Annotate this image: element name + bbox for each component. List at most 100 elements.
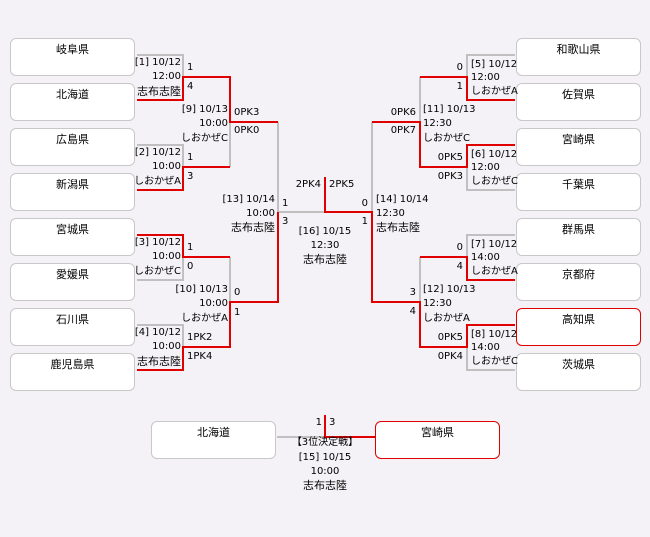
score: 0PK4: [437, 351, 463, 362]
match-no: [8] 10/12: [471, 329, 518, 340]
line-m8-bottom: [466, 347, 515, 371]
score: 1: [456, 81, 463, 92]
match-time: 12:30: [423, 118, 452, 129]
score: 0PK5: [437, 152, 463, 163]
match-venue: しおかぜA: [181, 313, 228, 324]
team-box[interactable]: 石川県: [10, 308, 135, 346]
line-m4-top: [137, 324, 184, 347]
score: 0PK7: [390, 125, 416, 136]
match-no: [14] 10/14: [376, 194, 429, 205]
team-box[interactable]: 新潟県: [10, 173, 135, 211]
match-no: [3] 10/12: [134, 237, 181, 248]
match-no: [4] 10/12: [134, 327, 181, 338]
match-time: 14:00: [471, 252, 500, 263]
line-third-win: [324, 415, 375, 438]
match-venue: 志布志陸: [137, 355, 181, 368]
score: 1: [282, 198, 289, 209]
team-box[interactable]: 茨城県: [516, 353, 641, 391]
score: 3: [329, 417, 336, 428]
score: 1PK4: [187, 351, 213, 362]
line-m6-win: [372, 121, 515, 168]
match-venue: しおかぜC: [471, 176, 518, 187]
line-m7-win: [420, 256, 515, 281]
match-venue: 志布志陸: [137, 85, 181, 98]
score: 1: [187, 62, 194, 73]
match-venue: しおかぜC: [471, 356, 518, 367]
match-venue: 志布志陸: [303, 479, 347, 492]
match-venue: しおかぜA: [471, 86, 518, 97]
match-time: 12:30: [423, 298, 452, 309]
score: 1: [187, 242, 194, 253]
line-m8-win: [324, 177, 515, 348]
score: 3: [409, 287, 416, 298]
match-no: [13] 10/14: [222, 194, 275, 205]
match-no: [6] 10/12: [471, 149, 518, 160]
line-m1-win: [137, 76, 278, 123]
score: 1: [234, 307, 241, 318]
third-place-team-winner[interactable]: 宮崎県: [375, 421, 500, 459]
team-box[interactable]: 広島県: [10, 128, 135, 166]
match-venue: しおかぜA: [471, 266, 518, 277]
line-m5-top: [466, 54, 515, 77]
match-time: 10:00: [246, 208, 275, 219]
score: 0PK5: [437, 332, 463, 343]
match-time: 12:00: [471, 72, 500, 83]
line-m7-top: [466, 234, 515, 257]
match-time: 10:00: [310, 466, 340, 477]
team-box[interactable]: 宮崎県: [516, 128, 641, 166]
score: 3: [187, 171, 194, 182]
team-box[interactable]: 千葉県: [516, 173, 641, 211]
line-m5-win: [420, 76, 515, 101]
match-time: 10:00: [199, 118, 228, 129]
match-venue: しおかぜC: [181, 133, 228, 144]
score: 1: [361, 216, 368, 227]
score: 0: [456, 62, 463, 73]
score: 1: [315, 417, 322, 428]
match-venue: しおかぜC: [134, 266, 181, 277]
match-time: 10:00: [199, 298, 228, 309]
team-box[interactable]: 京都府: [516, 263, 641, 301]
team-box[interactable]: 群馬県: [516, 218, 641, 256]
team-box[interactable]: 佐賀県: [516, 83, 641, 121]
score: 0: [187, 261, 194, 272]
line-m4-win: [137, 212, 279, 371]
score: 1: [187, 152, 194, 163]
match-no: [11] 10/13: [423, 104, 476, 115]
team-box[interactable]: 和歌山県: [516, 38, 641, 76]
match-time: 10:00: [152, 161, 181, 172]
team-box[interactable]: 岐阜県: [10, 38, 135, 76]
match-no: [10] 10/13: [175, 284, 228, 295]
team-box[interactable]: 愛媛県: [10, 263, 135, 301]
team-box[interactable]: 鹿児島県: [10, 353, 135, 391]
match-no: [9] 10/13: [181, 104, 228, 115]
line-m3-win: [137, 234, 230, 258]
match-venue: しおかぜA: [423, 313, 470, 324]
match-venue: 志布志陸: [303, 253, 347, 266]
match-no: [15] 10/15: [298, 452, 352, 463]
score: 0PK3: [234, 107, 260, 118]
score: 0: [234, 287, 241, 298]
score: 0: [361, 198, 368, 209]
match-no: [7] 10/12: [471, 239, 518, 250]
match-venue: 志布志陸: [376, 221, 420, 234]
team-box-champion[interactable]: 高知県: [516, 308, 641, 346]
team-box[interactable]: 宮城県: [10, 218, 135, 256]
line-m2-win: [137, 166, 230, 191]
team-box[interactable]: 北海道: [10, 83, 135, 121]
third-place-team[interactable]: 北海道: [151, 421, 276, 459]
match-time: 14:00: [471, 342, 500, 353]
score: 1PK2: [187, 332, 213, 343]
match-no: [16] 10/15: [298, 226, 352, 237]
score: 4: [456, 261, 463, 272]
match-venue: 志布志陸: [231, 221, 275, 234]
match-no: [12] 10/13: [423, 284, 476, 295]
match-venue: しおかぜA: [134, 176, 181, 187]
score: 0PK3: [437, 171, 463, 182]
match-no: [5] 10/12: [471, 59, 518, 70]
score: 2PK4: [295, 179, 321, 190]
score: 4: [187, 81, 194, 92]
line-m6-bottom: [466, 167, 515, 191]
match-no: [1] 10/12: [134, 57, 181, 68]
score: 0PK6: [390, 107, 416, 118]
